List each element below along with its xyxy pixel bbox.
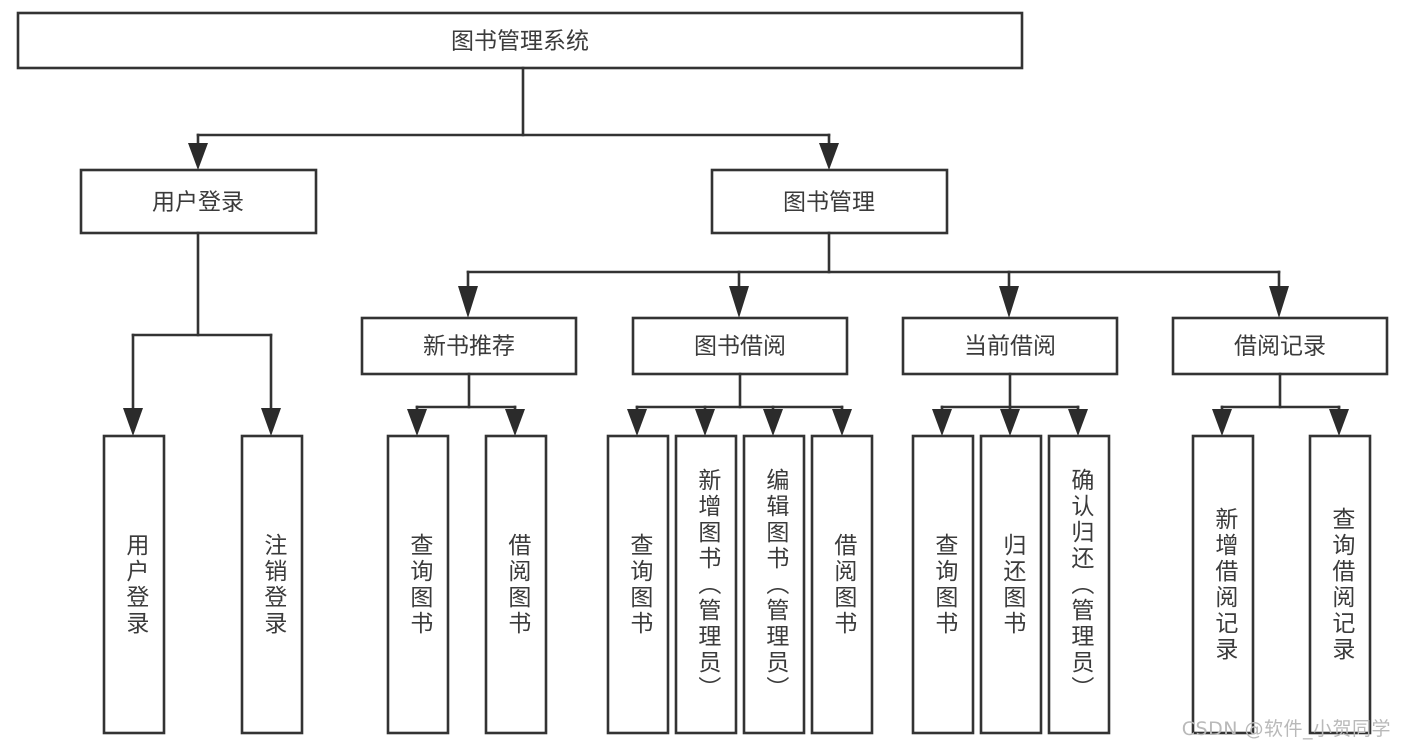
node-book-manage-box[interactable]: [710, 168, 949, 235]
node-new-book-recommend-box[interactable]: [360, 316, 578, 376]
node-borrow-record-label: 借阅记录: [1234, 334, 1326, 360]
node-root-label: 图书管理系统: [451, 29, 589, 55]
leaf-box-confirm-return[interactable]: [1047, 434, 1111, 735]
node-current-borrow-label: 当前借阅: [964, 334, 1056, 360]
arrow-head-leaf-user-login: [123, 408, 143, 436]
arrow-head-new-book-recommend: [458, 286, 478, 318]
leaf-box-query-book-3[interactable]: [911, 434, 975, 735]
leaf-box-query-book-1[interactable]: [386, 434, 450, 735]
arrow-head-leaf-logout: [261, 408, 281, 436]
arrow-head-current-borrow: [999, 286, 1019, 318]
arrow-head-leaf-borrow-book-2: [832, 409, 852, 436]
arrow-head-leaf-borrow-book-1: [505, 409, 525, 436]
leaf-box-edit-book[interactable]: [742, 434, 806, 735]
node-root-box[interactable]: [16, 11, 1024, 70]
arrow-head-leaf-add-record: [1212, 409, 1232, 436]
leaf-box-borrow-book-1[interactable]: [484, 434, 548, 735]
leaf-box-query-record[interactable]: [1308, 434, 1372, 735]
node-user-login-label: 用户登录: [152, 190, 244, 216]
arrow-head-leaf-confirm-return: [1068, 409, 1088, 436]
arrow-head-leaf-query-book-3: [932, 409, 952, 436]
leaf-box-add-book[interactable]: [674, 434, 738, 735]
node-current-borrow[interactable]: 当前借阅: [901, 316, 1119, 376]
arrow-head-book-manage: [819, 143, 839, 170]
csdn-watermark: CSDN @软件_小贺同学: [1181, 718, 1391, 740]
arrow-head-borrow-record: [1269, 286, 1289, 318]
node-borrow-record[interactable]: 借阅记录: [1171, 316, 1389, 376]
arrow-head-leaf-edit-book: [763, 409, 783, 436]
leaf-box-return-book[interactable]: [979, 434, 1043, 735]
leaf-box-logout[interactable]: [240, 434, 304, 735]
node-book-borrow-label: 图书借阅: [694, 334, 786, 360]
leaf-box-borrow-book-2[interactable]: [810, 434, 874, 735]
arrow-head-user-login: [188, 143, 208, 170]
arrow-head-leaf-query-record: [1329, 409, 1349, 436]
node-book-borrow[interactable]: 图书借阅: [631, 316, 849, 376]
node-root[interactable]: 图书管理系统: [16, 11, 1024, 70]
arrow-head-book-borrow: [729, 286, 749, 318]
arrow-head-leaf-add-book: [695, 409, 715, 436]
node-book-manage[interactable]: 图书管理: [710, 168, 949, 235]
node-borrow-record-box[interactable]: [1171, 316, 1389, 376]
node-new-book-recommend-label: 新书推荐: [423, 334, 515, 360]
arrow-head-leaf-query-book-2: [627, 409, 647, 436]
arrow-head-leaf-return-book: [1000, 409, 1020, 436]
leaf-box-user-login[interactable]: [102, 434, 166, 735]
node-new-book-recommend[interactable]: 新书推荐: [360, 316, 578, 376]
arrow-head-leaf-query-book-1: [407, 409, 427, 436]
node-user-login[interactable]: 用户登录: [79, 168, 318, 235]
leaf-box-query-book-2[interactable]: [606, 434, 670, 735]
node-current-borrow-box[interactable]: [901, 316, 1119, 376]
node-book-manage-label: 图书管理: [783, 190, 875, 216]
leaf-box-add-record[interactable]: [1191, 434, 1255, 735]
node-book-borrow-box[interactable]: [631, 316, 849, 376]
